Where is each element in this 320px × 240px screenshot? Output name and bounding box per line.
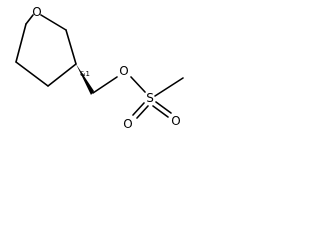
bond-ring-c3-c4: [47, 63, 77, 87]
structure-canvas: O O S O O &1: [0, 0, 198, 134]
sulfonyl-double-bonds: [132, 101, 172, 119]
bond-ring-o-c2: [40, 14, 67, 31]
stereo-wedge-bond: [76, 64, 94, 95]
molecule-drawing: O O S O O &1: [15, 5, 184, 131]
bond-ring-c5-o: [15, 23, 27, 63]
bond-o-s: [130, 76, 146, 93]
bond-s-ch3: [154, 77, 184, 97]
bond-s-o-bottom-a: [136, 105, 149, 119]
stereo-descriptor: &1: [80, 70, 90, 78]
bond-ring-c4-c5: [15, 61, 49, 87]
atom-ether-oxygen: O: [119, 64, 128, 78]
sidechain-bonds: [92, 76, 184, 97]
atom-ring-oxygen: O: [32, 5, 41, 19]
bond-s-o-bottom-b: [132, 102, 145, 116]
bond-s-o-top-a: [155, 101, 172, 114]
bond-ring-o-c5-connector: [25, 14, 34, 25]
atom-sulfonyl-oxygen-left: O: [123, 117, 132, 131]
atom-sulfonyl-oxygen-right: O: [171, 114, 180, 128]
bond-ring-c2-c3: [65, 29, 77, 65]
bond-s-o-top-b: [152, 105, 169, 118]
bond-ch2-o: [92, 76, 118, 94]
ring-bonds: [15, 14, 77, 87]
atom-sulfur: S: [146, 91, 154, 105]
